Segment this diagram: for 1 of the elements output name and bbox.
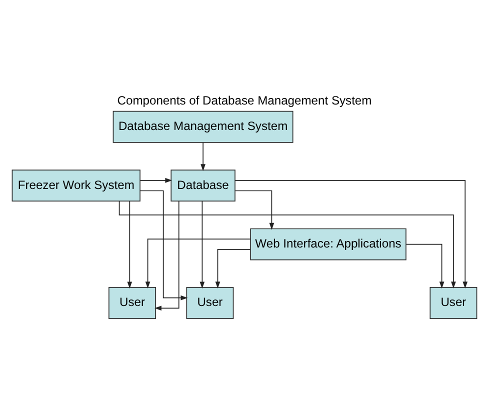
diagram-title: Components of Database Management System <box>117 94 372 108</box>
